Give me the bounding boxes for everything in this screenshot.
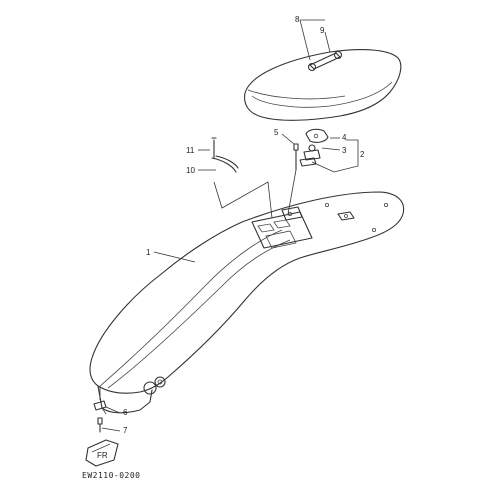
front-marker-label: FR	[97, 451, 108, 460]
screw-7	[97, 417, 103, 433]
callout-9: 9	[320, 26, 325, 35]
fastener-6	[93, 400, 107, 411]
callout-1: 1	[146, 248, 151, 257]
callout-2: 2	[360, 150, 365, 159]
callout-5: 5	[274, 128, 279, 137]
drawing-code: EW2110-0200	[82, 471, 140, 480]
main-body-part	[89, 191, 405, 415]
front-direction-marker: FR	[85, 439, 119, 467]
callout-4: 4	[342, 133, 347, 142]
bolt-5	[293, 143, 299, 171]
callout-10: 10	[186, 166, 195, 175]
callout-7: 7	[123, 426, 128, 435]
seat	[244, 49, 402, 121]
callout-11: 11	[186, 146, 195, 155]
seat-hinge-pins	[307, 50, 343, 72]
callout-numbers: 1 2 3 4 5 6 7 8 9 10 11	[123, 15, 365, 435]
leader-lines	[99, 19, 359, 432]
clip-10-11	[211, 137, 239, 173]
callout-3: 3	[342, 146, 347, 155]
callout-8: 8	[295, 15, 300, 24]
latch-assembly	[299, 128, 329, 167]
callout-6: 6	[123, 408, 128, 417]
